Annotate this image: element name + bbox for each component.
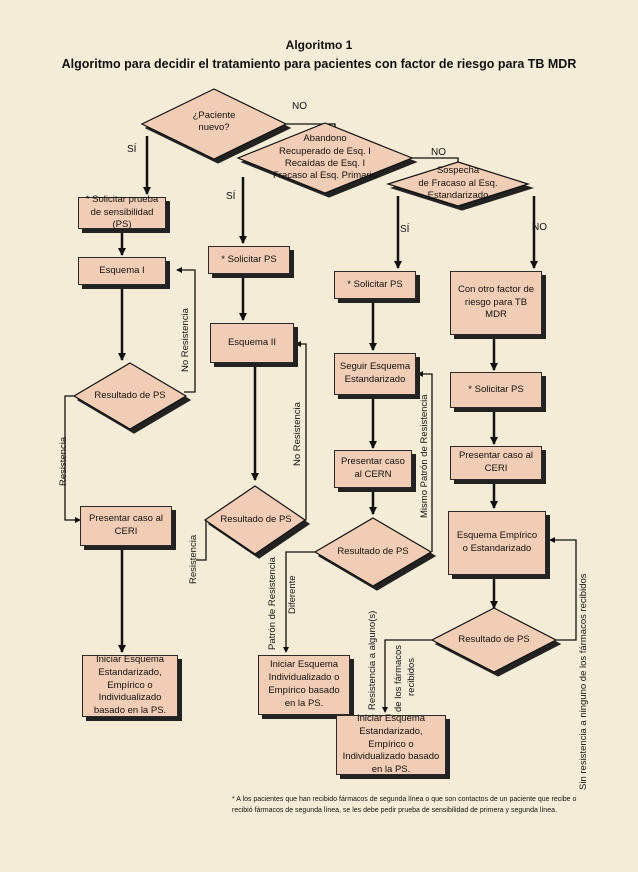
label-patron-resistencia: Patrón de Resistencia [267, 557, 278, 650]
label-resistencia-1: Resistencia [58, 436, 69, 486]
box-otro-factor-riesgo: Con otro factor de riesgo para TB MDR [450, 271, 542, 335]
label-resistencia-alguno: Resistencia a alguno(s) [367, 610, 378, 710]
label-recibidos: recibidos [406, 657, 417, 696]
decision-resultado-ps-3 [313, 517, 433, 587]
decision-paciente-nuevo [140, 88, 288, 160]
label-si-2: SÍ [226, 191, 236, 202]
box-esquema-i: Esquema I [78, 257, 166, 285]
box-presentar-ceri-1: Presentar caso al CERI [80, 506, 172, 546]
decision-abandono-text: Abandono Recuperado de Esq. I Recaídas d… [272, 133, 377, 182]
decision-resultado-ps-2 [203, 485, 307, 555]
box-solicitar-ps-2: * Solicitar PS [208, 246, 290, 274]
decision-resultado-ps-1 [72, 362, 188, 430]
page-title: Algoritmo 1 [285, 38, 353, 52]
label-si-1: SÍ [127, 144, 137, 155]
box-iniciar-esquema-1: Iniciar Esquema Estandarizado, Empírico … [82, 654, 178, 717]
label-sin-resistencia: Sin resistencia a ninguno de los fármaco… [578, 573, 589, 790]
decision-resultado-ps-4 [430, 607, 558, 673]
box-esquema-ii: Esquema II [210, 323, 294, 363]
label-no-1: NO [292, 101, 307, 112]
label-mismo-patron: Mismo Patrón de Resistencia [419, 394, 430, 518]
decision-resultado-1-text: Resultado de PS [94, 389, 166, 401]
box-iniciar-esquema-3: Iniciar Esquema Estandarizado, Empírico … [336, 713, 446, 775]
label-de-los-farmacos: de los fármacos [393, 644, 404, 712]
label-diferente: Diferente [287, 575, 298, 614]
label-resistencia-2: Resistencia [188, 534, 199, 584]
label-no-3: NO [532, 222, 547, 233]
decision-resultado-4-text: Resultado de PS [458, 633, 530, 645]
decision-sospecha-fracaso [385, 161, 531, 207]
decision-sospecha-text: Sospecha de Fracaso al Esq. Estandarizad… [418, 165, 498, 202]
decision-resultado-3-text: Resultado de PS [337, 545, 409, 557]
label-si-3: SÍ [400, 224, 410, 235]
decision-abandono [236, 122, 414, 194]
label-no-2: NO [431, 147, 446, 158]
box-seguir-esquema: Seguir Esquema Estandarizado [334, 353, 416, 395]
label-no-resistencia-1: No Resistencia [180, 308, 191, 372]
box-solicitar-prueba-sensibilidad: * Solicitar prueba de sensibilidad (PS) [78, 194, 166, 230]
box-iniciar-esquema-2: Iniciar Esquema Individualizado o Empíri… [258, 655, 350, 715]
box-solicitar-ps-4: * Solicitar PS [450, 372, 542, 408]
connector-noresistencia1 [176, 267, 196, 393]
box-esquema-empirico: Esquema Empírico o Estandarizado [448, 511, 546, 575]
box-presentar-ceri-2: Presentar caso al CERI [450, 446, 542, 480]
connector-resistencia2 [196, 520, 207, 561]
decision-paciente-nuevo-text: ¿Paciente nuevo? [192, 109, 236, 133]
label-no-resistencia-2: No Resistencia [292, 402, 303, 466]
footnote: * A los pacientes que han recibido fárma… [232, 796, 577, 814]
box-solicitar-ps-3: * Solicitar PS [334, 271, 416, 299]
connector-mismo [417, 371, 433, 552]
connector-diferente [283, 551, 316, 653]
decision-resultado-2-text: Resultado de PS [220, 513, 292, 525]
page-subtitle: Algoritmo para decidir el tratamiento pa… [61, 57, 577, 71]
box-presentar-cern: Presentar caso al CERN [334, 450, 412, 488]
connector-sinresistencia [549, 537, 577, 641]
